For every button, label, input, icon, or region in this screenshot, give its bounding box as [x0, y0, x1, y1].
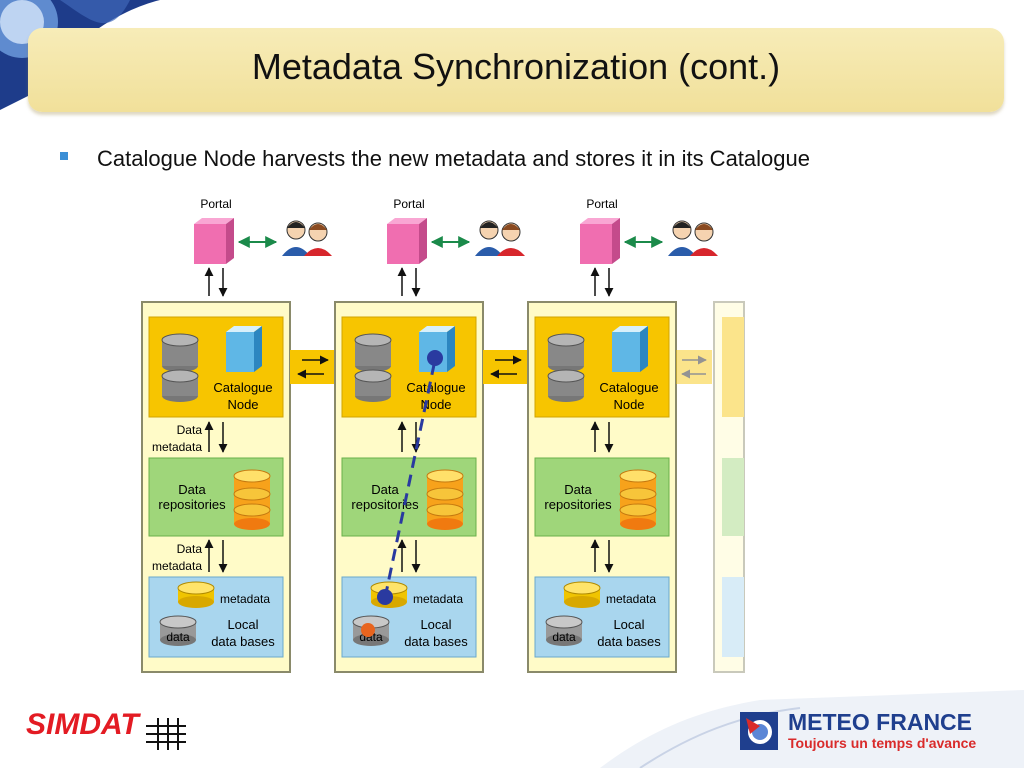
metadata-disk-icon: [563, 581, 601, 608]
catalogue-label-1: Catalogue: [406, 380, 465, 395]
repository-stack-icon: [233, 469, 271, 530]
users-icon: [668, 220, 718, 256]
portal-label: Portal: [586, 197, 617, 211]
data-record-dot: [361, 623, 375, 637]
repositories-label-2: repositories: [158, 497, 226, 512]
data-disk-icon: [545, 615, 583, 646]
flow-label-metadata: metadata: [152, 440, 202, 454]
data-disk-icon: [159, 615, 197, 646]
footer-decoration: [600, 690, 1024, 768]
meteo-france-logo-icon: [740, 712, 778, 750]
users-icon: [282, 220, 332, 256]
local-label-1: Local: [227, 617, 258, 632]
node-1: Portal Catalogue Node D: [141, 197, 332, 673]
database-icon: [547, 333, 585, 402]
database-icon: [161, 333, 199, 402]
catalogue-cube-icon: [612, 326, 648, 372]
repository-stack-icon: [426, 469, 464, 530]
node-2: Portal Catalogue Node: [334, 197, 525, 673]
faded-partial-node: [676, 301, 745, 673]
title-bar: [28, 28, 1004, 112]
catalogue-cube-icon: [226, 326, 262, 372]
catalogue-label-1: Catalogue: [213, 380, 272, 395]
local-label-2: data bases: [597, 634, 661, 649]
flow-label-metadata: metadata: [152, 559, 202, 573]
node-exchange-connector: [290, 350, 334, 384]
local-label-1: Local: [613, 617, 644, 632]
catalogue-label-2: Node: [613, 397, 644, 412]
repositories-label-2: repositories: [351, 497, 419, 512]
catalogue-label-1: Catalogue: [599, 380, 658, 395]
catalogue-label-2: Node: [420, 397, 451, 412]
node-exchange-connector: [483, 350, 527, 384]
flow-label-data: Data: [177, 423, 203, 437]
catalogue-label-2: Node: [227, 397, 258, 412]
simdat-grid-icon: [146, 718, 186, 750]
local-label-2: data bases: [404, 634, 468, 649]
portal-label: Portal: [393, 197, 424, 211]
repositories-label-1: Data: [371, 482, 399, 497]
users-icon: [475, 220, 525, 256]
repositories-label-1: Data: [178, 482, 206, 497]
page-title: Metadata Synchronization (cont.): [251, 46, 781, 87]
simdat-logo: SIMDAT: [26, 708, 139, 741]
bullet-text: Catalogue Node harvests the new metadata…: [97, 146, 810, 171]
bullet-marker: [60, 152, 68, 160]
node-3: Portal Catalogue Node: [527, 197, 718, 673]
catalogue-record-dot: [427, 350, 443, 366]
flow-label-data: Data: [177, 542, 203, 556]
repository-stack-icon: [619, 469, 657, 530]
local-label-2: data bases: [211, 634, 275, 649]
local-metadata-label: metadata: [413, 592, 463, 606]
harvest-path: [383, 359, 437, 599]
meteo-france-name: METEO FRANCE: [788, 709, 972, 735]
local-label-1: Local: [420, 617, 451, 632]
portal-icon: [580, 218, 620, 264]
repositories-label-2: repositories: [544, 497, 612, 512]
metadata-record-dot: [377, 589, 393, 605]
database-icon: [354, 333, 392, 402]
meteo-france-tagline: Toujours un temps d'avance: [788, 735, 977, 751]
portal-icon: [387, 218, 427, 264]
portal-label: Portal: [200, 197, 231, 211]
synchronization-diagram: Portal Catalogue Node D: [141, 197, 745, 673]
local-metadata-label: metadata: [606, 592, 656, 606]
repositories-label-1: Data: [564, 482, 592, 497]
portal-icon: [194, 218, 234, 264]
local-data-label: data: [552, 630, 576, 644]
data-disk-icon: [352, 615, 390, 646]
local-metadata-label: metadata: [220, 592, 270, 606]
metadata-disk-icon: [177, 581, 215, 608]
local-data-label: data: [166, 630, 190, 644]
